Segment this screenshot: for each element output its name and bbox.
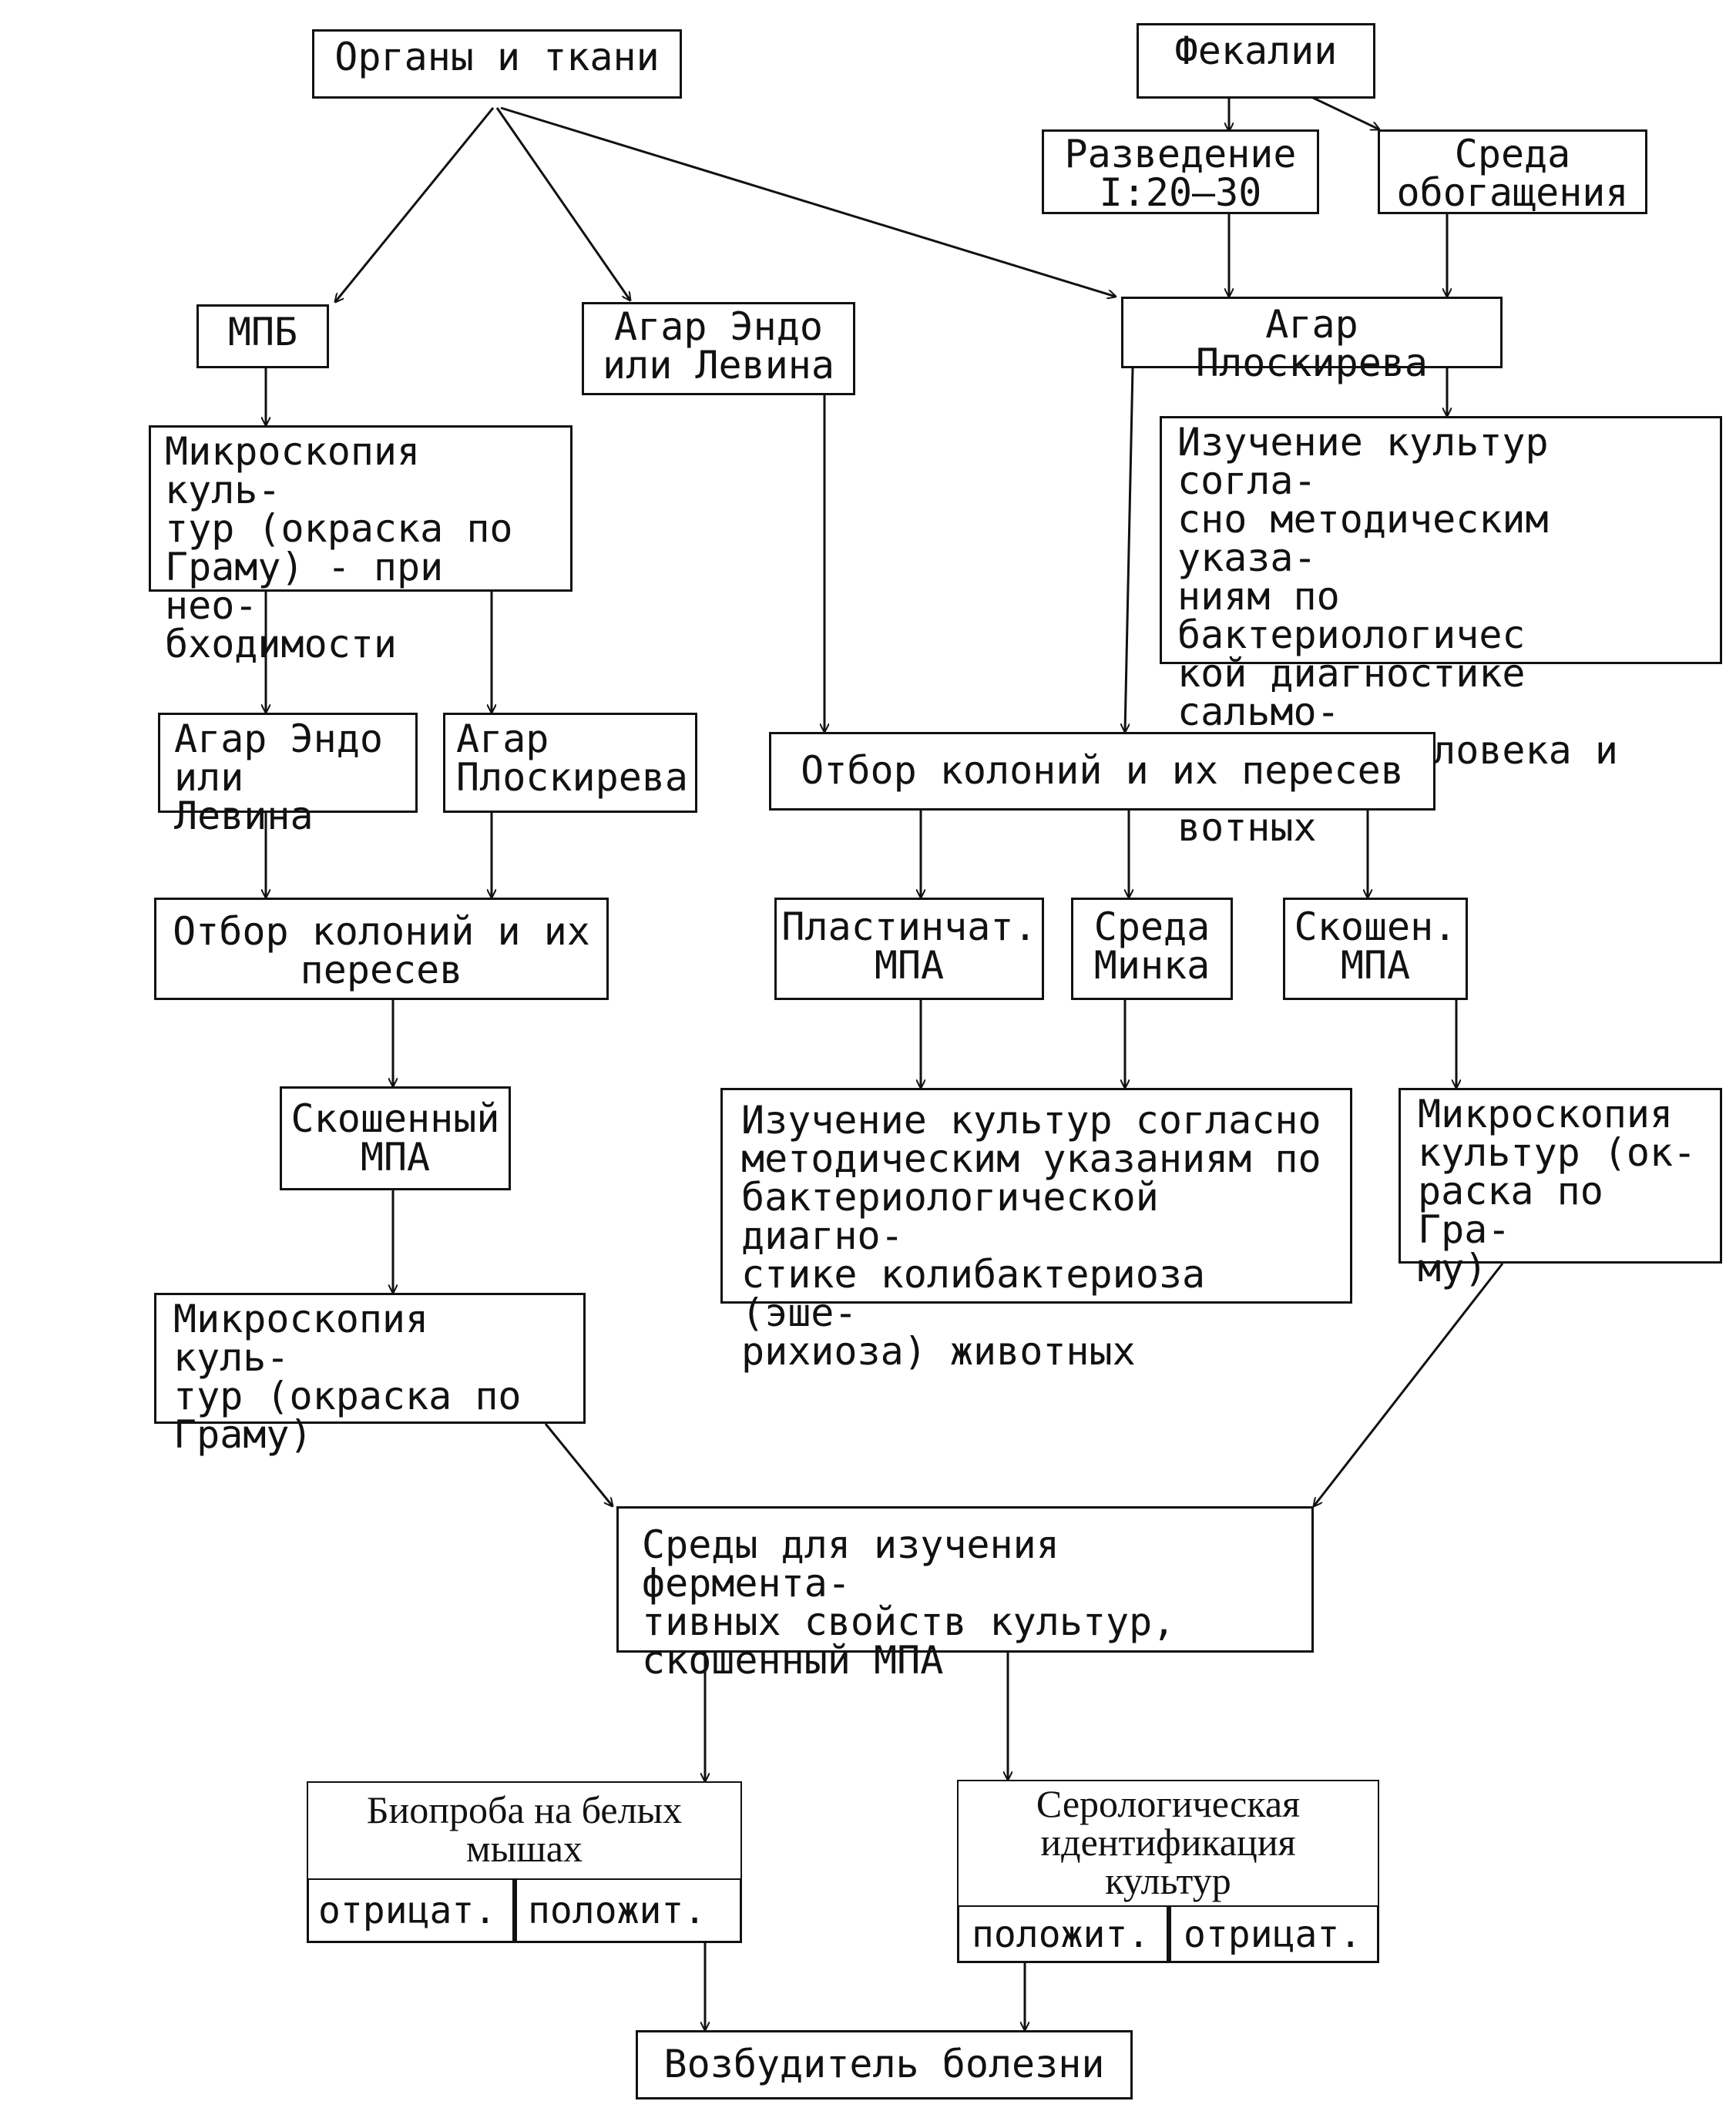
node-mpb: МПБ bbox=[196, 304, 329, 368]
serology-negative: отрицат. bbox=[1169, 1907, 1379, 1963]
arrow-ploskireva-selection bbox=[1125, 368, 1134, 732]
node-dilution: Разведение I:20—30 bbox=[1042, 129, 1319, 214]
node-selection-left: Отбор колоний и их пересев bbox=[154, 898, 609, 1000]
node-serology: Серологическая идентификация культур bbox=[957, 1780, 1379, 1907]
arrow-organs-endo bbox=[495, 107, 630, 300]
arrow-feces-enrichment bbox=[1309, 95, 1379, 129]
node-minka: Среда Минка bbox=[1071, 898, 1233, 1000]
node-enzymatic-media: Среды для изучения фермента- тивных свой… bbox=[616, 1506, 1314, 1680]
bioassay-negative: отрицат. bbox=[307, 1880, 515, 1943]
node-pathogen: Возбудитель болезни bbox=[636, 2030, 1133, 2099]
node-microscopy-1: Микроскопия куль- тур (окраска по Граму)… bbox=[149, 425, 573, 663]
node-slant-mpa-short: Скошен. МПА bbox=[1283, 898, 1468, 1000]
serology-positive: положит. bbox=[957, 1907, 1169, 1963]
arrow-microscopy-right-enzymatic bbox=[1314, 1263, 1504, 1506]
node-agar-endo-top: Агар Эндо или Левина bbox=[582, 302, 855, 395]
node-feces: Фекалии bbox=[1137, 23, 1375, 99]
node-selection-right: Отбор колоний и их пересев bbox=[769, 732, 1435, 811]
node-agar-endo-2: Агар Эндо или Левина bbox=[158, 713, 418, 835]
node-microscopy-right: Микроскопия культур (ок- раска по Гра- м… bbox=[1399, 1088, 1722, 1287]
node-microscopy-left: Микроскопия куль- тур (окраска по Граму) bbox=[154, 1293, 586, 1454]
node-salmonella-study: Изучение культур согла- сно методическим… bbox=[1160, 416, 1722, 847]
arrow-organs-mpb bbox=[335, 107, 495, 302]
bioassay-positive: положит. bbox=[515, 1880, 742, 1943]
node-plate-mpa: Пластинчат. МПА bbox=[774, 898, 1044, 1000]
node-enrichment: Среда обогащения bbox=[1378, 129, 1647, 214]
node-slant-mpa-left: Скошенный МПА bbox=[280, 1086, 511, 1190]
node-agar-ploskireva-top: Агар Плоскирева bbox=[1121, 297, 1503, 382]
node-agar-ploskireva-2: Агар Плоскирева bbox=[443, 713, 697, 813]
node-bioassay: Биопроба на белых мышах bbox=[307, 1781, 742, 1880]
node-organs: Органы и ткани bbox=[312, 29, 682, 99]
arrow-organs-ploskireva bbox=[500, 106, 1116, 297]
node-coli-study: Изучение культур согласно методическим у… bbox=[720, 1088, 1352, 1371]
arrow-microscopy-enzymatic bbox=[544, 1423, 613, 1506]
